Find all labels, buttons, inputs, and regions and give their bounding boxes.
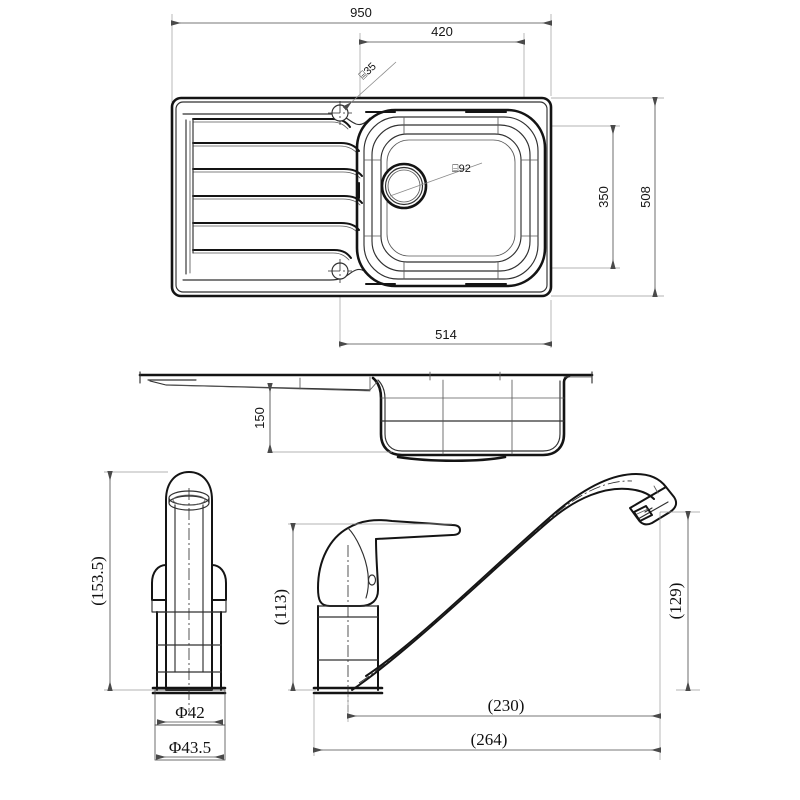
dimension-label-514: 514 [435,327,457,342]
dimension-label-153-5: (153.5) [88,556,107,606]
dimension-bowl-depth: 150 [252,383,392,453]
tap-front-view: (153.5) Φ42 Φ43.5 [88,471,227,761]
dimension-spout-height: (129) [659,511,700,760]
dimension-label-230: (230) [488,696,525,715]
dimension-label-420: 420 [431,24,453,39]
tap-hole-lower [328,259,352,283]
tap-lever-handle [317,519,461,607]
dimension-overall-depth: 508 [638,97,658,297]
tap-spout [351,473,678,691]
dimension-label-diameter-92: ⌸92 [452,163,471,175]
dimension-label-113: (113) [271,589,290,625]
sink-section-drainer-underside [299,371,593,391]
dimension-spout-reach: (230) [347,694,661,722]
dimension-bowl-centre-width: 514 [339,327,552,347]
sink-plan-view: 950 420 [170,5,664,348]
dimension-label-508: 508 [638,186,653,208]
dimension-base-diameter-inner: Φ42 [154,689,226,726]
dimension-tap-body-height: (113) [271,523,452,691]
sink-section-rim [138,371,594,392]
dimension-label-phi-43-5: Φ43.5 [169,738,211,757]
dimension-overall-reach: (264) [313,694,661,756]
dimension-label-phi-42: Φ42 [175,703,204,722]
sink-bowl [355,108,547,288]
tap-side-body [312,545,384,712]
waste-hole [380,162,428,210]
bowl-fold-lines [358,111,539,285]
dimension-bowl-offset-width: 420 [359,24,525,45]
dimension-base-diameter-outer: Φ43.5 [154,724,226,761]
dimension-bowl-depth-plan: 350 [596,125,616,269]
waste-hole-callout: ⌸92 [389,162,483,197]
dimension-label-264: (264) [471,730,508,749]
sink-section-view: 150 [138,371,594,463]
sink-section-bowl [371,374,571,463]
sink-body-outline [170,96,553,298]
dimension-label-350: 350 [596,186,611,208]
tap-side-view: (113) (129) (230) (264) [271,473,700,760]
dimension-label-150: 150 [252,407,267,429]
dimension-label-950: 950 [350,5,372,20]
dimension-overall-width: 950 [171,5,552,26]
tap-front-body [151,471,227,712]
dimension-tap-overall-height: (153.5) [88,471,168,691]
dimension-label-129: (129) [666,583,685,620]
